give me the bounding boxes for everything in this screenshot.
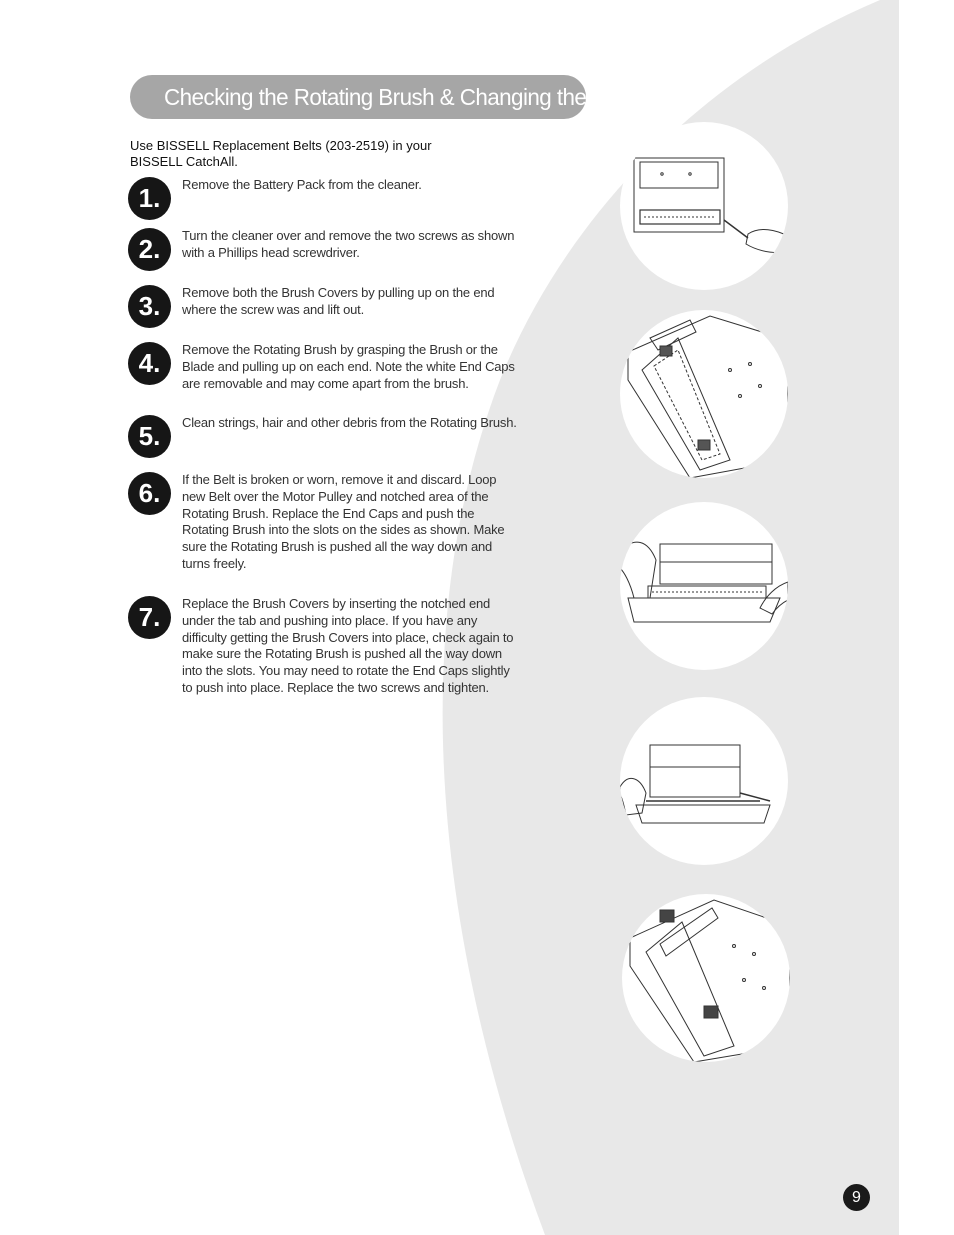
step-text: If the Belt is broken or worn, remove it… — [182, 472, 505, 571]
illustration-brush-covers — [620, 310, 788, 478]
illustration-remove-brush — [620, 502, 788, 670]
step-number-badge: 2. — [128, 228, 171, 271]
step-number-badge: 1. — [128, 177, 171, 220]
section-title: Checking the Rotating Brush & Changing t… — [130, 75, 629, 119]
step-text: Remove the Rotating Brush by grasping th… — [182, 342, 515, 391]
intro-line-1: Use BISSELL Replacement Belts (203-2519)… — [130, 138, 432, 153]
step-number-badge: 6. — [128, 472, 171, 515]
illustration-replace-belt — [620, 697, 788, 865]
step-text: Clean strings, hair and other debris fro… — [182, 415, 517, 430]
step-text: Turn the cleaner over and remove the two… — [182, 228, 515, 260]
step-text: Remove both the Brush Covers by pulling … — [182, 285, 495, 317]
illustration-reinstall-covers — [622, 894, 790, 1062]
step-number-badge: 4. — [128, 342, 171, 385]
step-number-badge: 5. — [128, 415, 171, 458]
page-number: 9 — [843, 1184, 870, 1211]
step-number-badge: 7. — [128, 596, 171, 639]
intro-line-2: BISSELL CatchAll. — [130, 154, 238, 169]
step-text: Remove the Battery Pack from the cleaner… — [182, 177, 422, 192]
step-text: Replace the Brush Covers by inserting th… — [182, 596, 514, 695]
intro-paragraph: Use BISSELL Replacement Belts (203-2519)… — [130, 138, 470, 170]
section-title-text: Checking the Rotating Brush & Changing t… — [164, 83, 629, 110]
illustration-remove-screws — [620, 122, 788, 290]
step-number-badge: 3. — [128, 285, 171, 328]
